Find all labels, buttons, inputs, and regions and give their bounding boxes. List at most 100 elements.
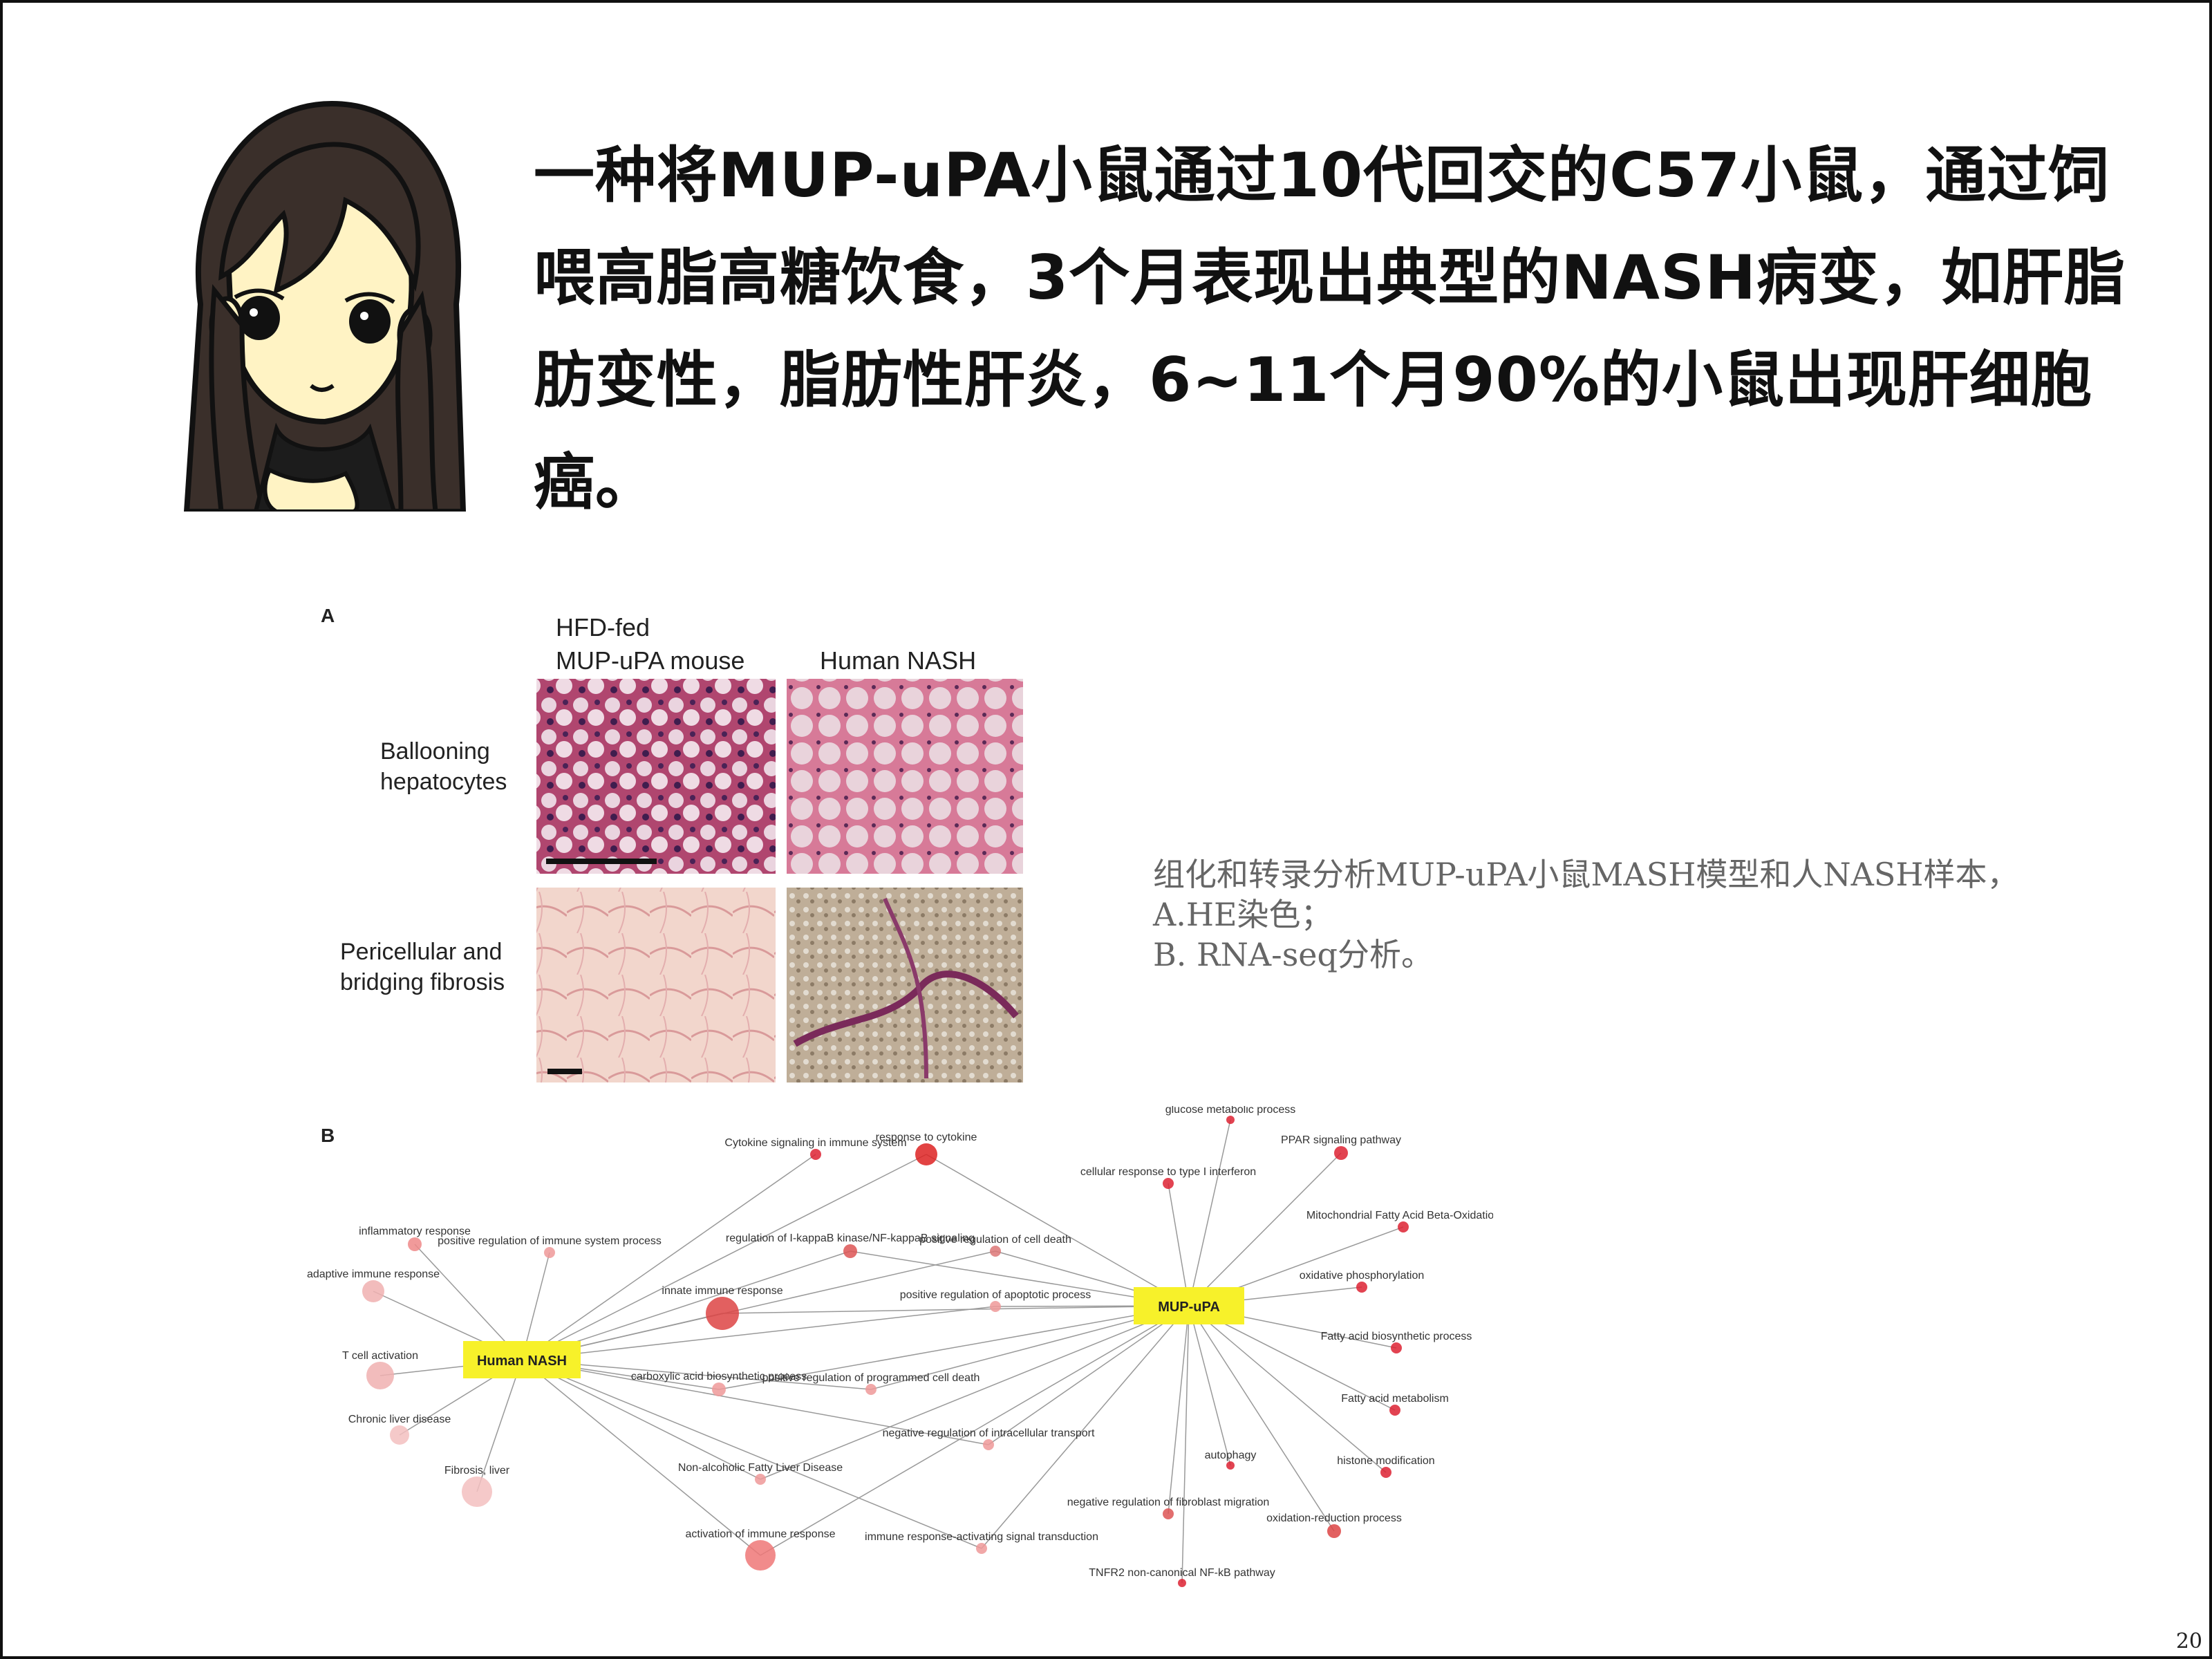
network-edge [1188, 1152, 1342, 1306]
network-edge [1168, 1305, 1190, 1515]
row1-label-line1: Ballooning [380, 738, 490, 765]
network-node [976, 1543, 987, 1554]
figure-b-panel-label: B [321, 1125, 335, 1146]
network-node [990, 1246, 1001, 1257]
figure-a-panel-label: A [321, 605, 335, 626]
col2-header: Human NASH [820, 646, 976, 675]
network-edge [521, 1359, 761, 1480]
fibrosis-mouse-image [536, 888, 776, 1082]
network-node [810, 1149, 821, 1160]
col1-header-line2: MUP-uPA mouse [556, 646, 744, 675]
network-edge [521, 1359, 982, 1549]
figure-caption: 组化和转录分析MUP-uPA小鼠MASH模型和人NASH样本， A.HE染色； … [1153, 854, 2052, 975]
network-edge [1188, 1119, 1231, 1306]
network-node-label: Fatty acid metabolism [1341, 1393, 1449, 1405]
network-node-label: T cell activation [342, 1350, 418, 1362]
network-edge [760, 1305, 1190, 1480]
network-node [1334, 1146, 1348, 1160]
network-node-label: positive regulation of cell death [919, 1234, 1071, 1246]
network-node-label: innate immune response [662, 1285, 782, 1297]
network-node [362, 1280, 384, 1302]
network-node-label: positive regulation of programmed cell d… [762, 1372, 980, 1384]
hub-human-nash [463, 1341, 581, 1378]
network-node-label: Non-alcoholic Fatty Liver Disease [678, 1462, 843, 1474]
network-node-label: activation of immune response [686, 1528, 836, 1540]
network-node-label: carboxylic acid biosynthetic process [631, 1371, 807, 1382]
network-node-label: cellular response to type I interferon [1080, 1166, 1256, 1178]
network-node-label: inflammatory response [359, 1226, 471, 1237]
network-edge [850, 1250, 1190, 1306]
caption-line-3: B. RNA-seq分析。 [1153, 936, 1433, 973]
hub-mup-upa-label: MUP-uPA [1158, 1300, 1220, 1315]
avatar [183, 100, 467, 512]
network-node-label: oxidative phosphorylation [1300, 1270, 1425, 1282]
headline: 一种将MUP-uPA小鼠通过10代回交的C57小鼠，通过饲喂高脂高糖饮食，3个月… [534, 140, 2126, 518]
network-node-label: histone modification [1337, 1455, 1434, 1467]
network-node [745, 1540, 776, 1571]
network-node-label: regulation of I-kappaB kinase/NF-kappaB … [726, 1232, 975, 1244]
network-node [706, 1297, 739, 1330]
he-mouse-ballooning-image [536, 679, 776, 874]
network-node [544, 1247, 555, 1258]
network-node-label: positive regulation of immune system pro… [438, 1235, 662, 1247]
caption-line-2: A.HE染色； [1153, 896, 1333, 933]
hub-human-nash-label: Human NASH [477, 1353, 567, 1369]
network-node [1226, 1116, 1235, 1124]
network-node [1389, 1405, 1400, 1416]
network-node-label: Chronic liver disease [348, 1414, 451, 1425]
network-node [366, 1362, 394, 1389]
network-node [865, 1384, 877, 1395]
network-node [1327, 1524, 1341, 1538]
network-edge [476, 1359, 523, 1492]
network-node [1398, 1221, 1409, 1232]
caption-line-1: 组化和转录分析MUP-uPA小鼠MASH模型和人NASH样本， [1153, 856, 2019, 893]
row2-label-line1: Pericellular and [340, 939, 502, 965]
network-edge [1188, 1305, 1387, 1473]
network-edge [760, 1305, 1190, 1556]
network-node [390, 1425, 409, 1445]
network-edge [521, 1359, 989, 1445]
scale-bar [547, 1069, 582, 1074]
network-node-label: response to cytokine [876, 1132, 977, 1143]
network-node-label: immune response-activating signal transd… [865, 1531, 1098, 1543]
network-node [990, 1301, 1001, 1312]
scale-bar [546, 859, 657, 864]
row1-label-line2: hepatocytes [380, 769, 507, 795]
network-node-label: Fibrosis, liver [444, 1465, 510, 1477]
network-edge [718, 1305, 1190, 1390]
network-node [1163, 1508, 1174, 1519]
network-edge [1181, 1305, 1190, 1584]
network-node-label: Cytokine signaling in immune system [724, 1137, 906, 1149]
network-node [712, 1382, 726, 1396]
network-edges [373, 1119, 1404, 1584]
network-edge [1188, 1305, 1231, 1466]
network-node-label: PPAR signaling pathway [1281, 1134, 1401, 1146]
network-node [843, 1244, 857, 1258]
network-node-label: Fatty acid biosynthetic process [1321, 1331, 1472, 1342]
network-edge [414, 1244, 523, 1360]
page-number: 20 [2175, 1629, 2202, 1653]
network-node [915, 1143, 937, 1165]
network-node [462, 1477, 492, 1507]
network-node [983, 1439, 994, 1450]
network-node [1226, 1461, 1235, 1470]
network-node-label: negative regulation of fibroblast migrat… [1067, 1497, 1270, 1508]
network-edge [926, 1154, 1190, 1306]
network-node-label: Mitochondrial Fatty Acid Beta-Oxidation [1306, 1210, 1493, 1221]
network-node-label: TNFR2 non-canonical NF-kB pathway [1089, 1567, 1275, 1579]
network-edge [1188, 1305, 1335, 1532]
network-node-label: positive regulation of apoptotic process [900, 1289, 1091, 1301]
network-node [1380, 1467, 1391, 1478]
network-edge [521, 1154, 816, 1360]
col1-header-line1: HFD-fed [556, 613, 650, 641]
network-node-label: glucose metabolic process [1165, 1106, 1296, 1116]
network-node [1356, 1282, 1367, 1293]
network-node-label: oxidation-reduction process [1266, 1512, 1402, 1524]
network-node [1163, 1178, 1174, 1189]
network-edge [722, 1305, 1190, 1314]
network-edge [521, 1359, 761, 1556]
he-human-ballooning-image [787, 679, 1023, 874]
figure-a-histology: A HFD-fed MUP-uPA mouse Human NASH Ballo… [321, 605, 1023, 1082]
